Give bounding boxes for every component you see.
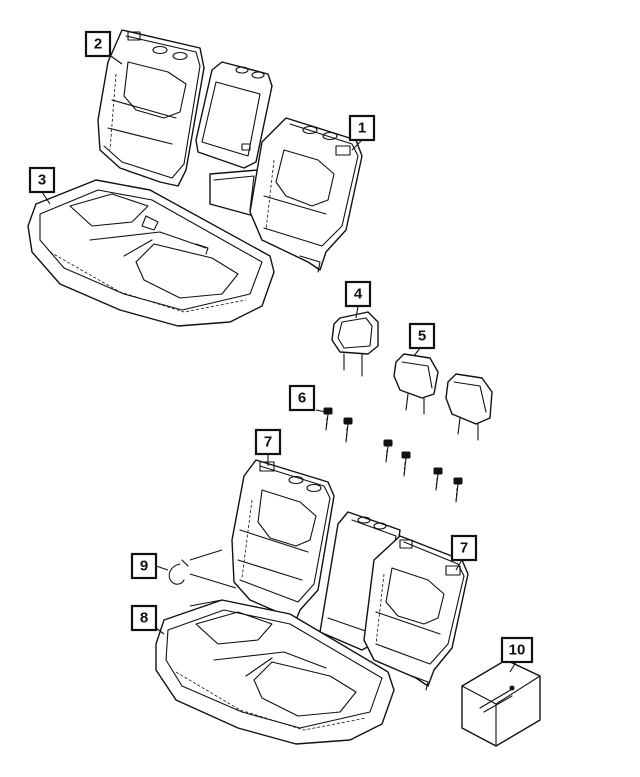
callout-5-label: 5	[418, 328, 426, 345]
callout-2-label: 2	[94, 36, 102, 53]
part-10-kit-box[interactable]	[461, 659, 541, 747]
callout-4-label: 4	[354, 286, 363, 303]
callout-3-label: 3	[38, 172, 46, 189]
callout-6: 6	[288, 384, 316, 412]
callout-9-label: 9	[140, 558, 148, 575]
callout-8: 8	[130, 604, 158, 632]
callout-10-label: 10	[509, 642, 526, 659]
part-7-seat-back-left-cover[interactable]	[231, 459, 335, 621]
callout-7-right: 7	[450, 534, 478, 562]
center-armrest-panel	[195, 61, 273, 169]
callout-10: 10	[500, 636, 534, 664]
callout-3: 3	[28, 166, 56, 194]
part-3-seat-cushion[interactable]	[27, 179, 275, 327]
callout-4: 4	[344, 280, 372, 308]
callout-1: 1	[348, 114, 376, 142]
callout-1-label: 1	[358, 120, 366, 137]
part-5-headrest-pair[interactable]	[393, 353, 493, 441]
part-6-fasteners[interactable]	[323, 407, 463, 503]
callout-6-label: 6	[298, 390, 306, 407]
part-8-seat-cushion-cover[interactable]	[155, 599, 395, 745]
callout-5: 5	[408, 322, 436, 350]
callout-7-right-label: 7	[460, 540, 468, 557]
callout-2: 2	[84, 30, 112, 58]
callout-7-left-label: 7	[264, 434, 272, 451]
part-7-seat-back-right-cover[interactable]	[363, 535, 469, 691]
part-9-clip[interactable]	[168, 559, 189, 585]
part-4-headrest[interactable]	[331, 311, 379, 377]
part-2-seat-back-left[interactable]	[97, 29, 205, 187]
callout-8-label: 8	[140, 610, 148, 627]
callout-7-left: 7	[254, 428, 282, 456]
part-1-seat-back-right[interactable]	[209, 117, 363, 273]
callout-9: 9	[130, 552, 158, 580]
